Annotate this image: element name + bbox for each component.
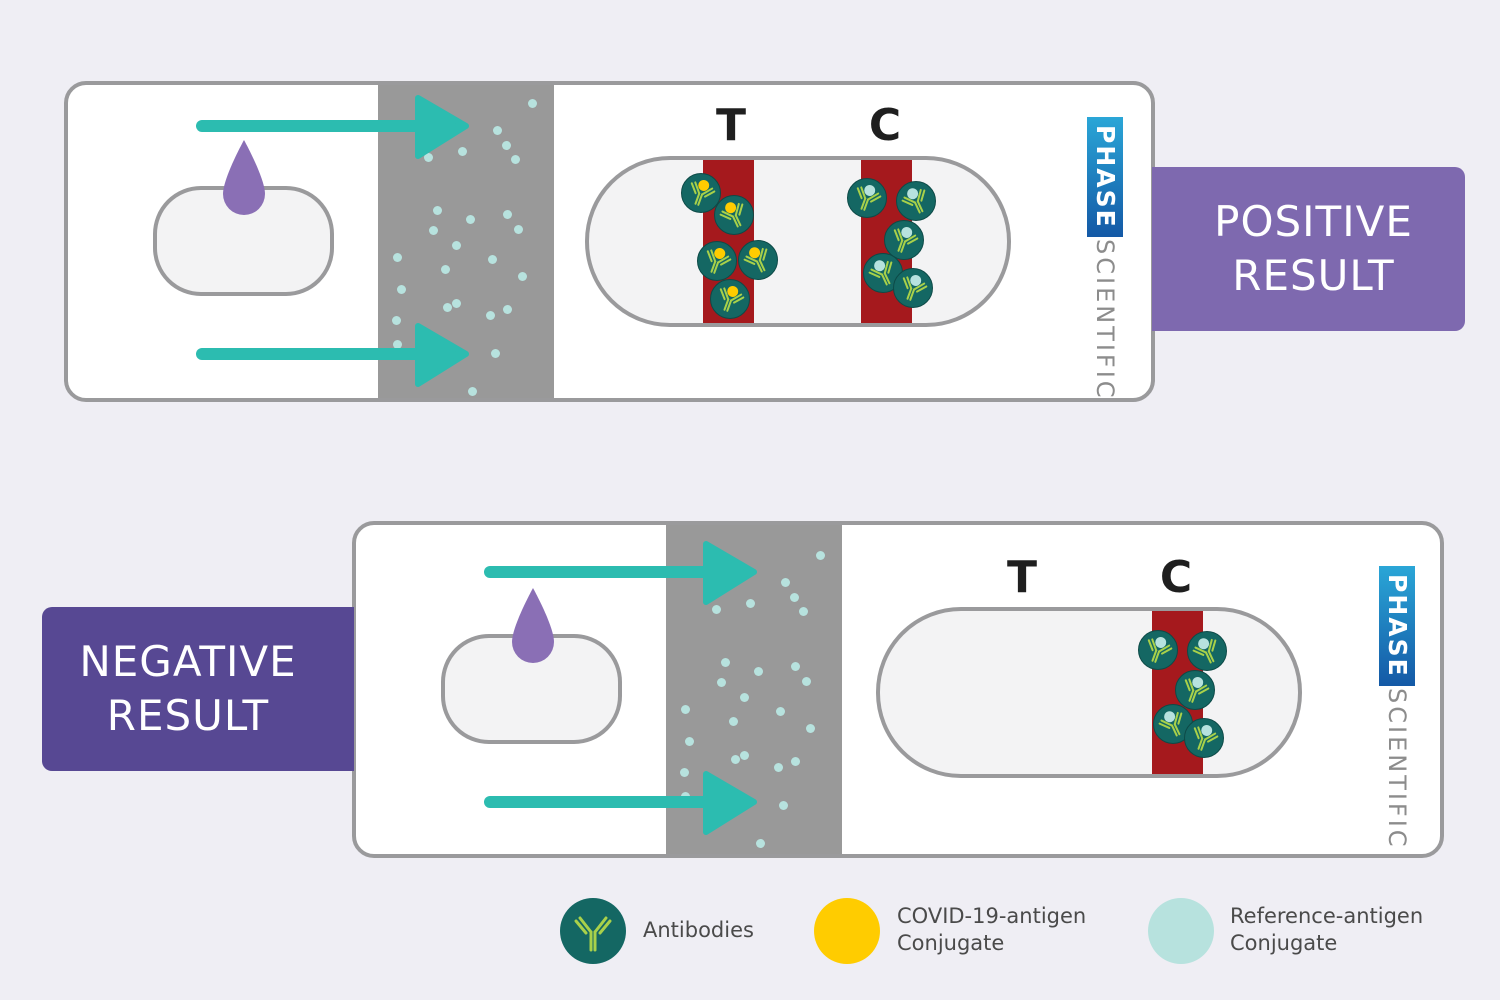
reference-antigen-legend-label: Reference-antigen Conjugate <box>1230 903 1423 957</box>
result-window <box>876 607 1302 778</box>
reference-legend-line2: Conjugate <box>1230 931 1338 955</box>
antibody-legend-label: Antibodies <box>643 918 754 942</box>
reference-antigen-particle <box>511 155 520 164</box>
reference-antigen-particle <box>493 126 502 135</box>
reference-antigen-particle <box>731 755 740 764</box>
flow-arrow-icon <box>484 771 757 835</box>
flow-arrow-icon <box>484 541 757 605</box>
control-line-label: C <box>868 100 902 151</box>
reference-antigen-particle <box>393 340 402 349</box>
reference-antigen-particle <box>779 801 788 810</box>
reference-antigen-particle <box>393 253 402 262</box>
antibody-icon <box>884 220 924 260</box>
reference-antigen-particle <box>502 141 511 150</box>
antibody-icon <box>1138 630 1178 670</box>
reference-antigen-particle <box>433 206 442 215</box>
reference-antigen-particle <box>756 839 765 848</box>
positive-label-line2: RESULT <box>1232 251 1395 300</box>
antibody-icon <box>1187 631 1227 671</box>
reference-antigen-legend-icon <box>1148 898 1214 964</box>
antibody-icon <box>1184 718 1224 758</box>
reference-antigen-particle <box>503 305 512 314</box>
sample-drop-icon <box>512 588 554 663</box>
reference-antigen-particle <box>791 662 800 671</box>
sample-drop-icon <box>223 140 265 215</box>
reference-antigen-particle <box>441 265 450 274</box>
control-line-label: C <box>1159 552 1193 603</box>
positive-result-label: POSITIVE RESULT <box>1152 167 1465 331</box>
negative-result-label: NEGATIVE RESULT <box>42 607 354 771</box>
covid-legend-line2: Conjugate <box>897 931 1005 955</box>
reference-antigen-particle <box>729 717 738 726</box>
antibody-icon <box>710 279 750 319</box>
conjugate-pad <box>378 85 554 398</box>
reference-antigen-particle <box>776 707 785 716</box>
reference-antigen-particle <box>685 737 694 746</box>
antibody-icon <box>896 181 936 221</box>
reference-antigen-particle <box>503 210 512 219</box>
brand-phase: PHASE <box>1087 117 1123 237</box>
reference-antigen-particle <box>392 316 401 325</box>
reference-antigen-particle <box>468 387 477 396</box>
negative-label-line2: RESULT <box>106 691 270 740</box>
reference-antigen-particle <box>816 551 825 560</box>
antibody-icon <box>847 178 887 218</box>
reference-antigen-particle <box>746 599 755 608</box>
negative-label-line1: NEGATIVE <box>79 637 297 686</box>
reference-antigen-particle <box>452 299 461 308</box>
reference-antigen-particle <box>452 241 461 250</box>
reference-antigen-particle <box>397 285 406 294</box>
reference-antigen-particle <box>740 751 749 760</box>
result-window <box>585 156 1011 327</box>
reference-antigen-particle <box>518 272 527 281</box>
antibody-icon <box>893 268 933 308</box>
reference-antigen-particle <box>488 255 497 264</box>
reference-antigen-particle <box>740 693 749 702</box>
reference-antigen-particle <box>466 215 475 224</box>
antibody-icon <box>1175 670 1215 710</box>
reference-antigen-particle <box>717 678 726 687</box>
antibody-icon <box>697 241 737 281</box>
reference-antigen-particle <box>791 757 800 766</box>
antibody-icon <box>714 195 754 235</box>
antibody-icon <box>738 240 778 280</box>
antibody-legend-icon <box>560 898 626 964</box>
reference-antigen-particle <box>443 303 452 312</box>
flow-arrow-icon <box>196 95 469 159</box>
reference-antigen-particle <box>799 607 808 616</box>
reference-antigen-particle <box>458 147 467 156</box>
reference-antigen-particle <box>781 578 790 587</box>
brand-phase: PHASE <box>1379 566 1415 686</box>
positive-label-line1: POSITIVE <box>1214 197 1413 246</box>
brand-logo: PHASE SCIENTIFIC <box>1379 566 1415 849</box>
flow-arrow-icon <box>196 323 469 387</box>
reference-antigen-particle <box>680 768 689 777</box>
test-line-label: T <box>1006 552 1037 603</box>
test-line-label: T <box>715 100 746 151</box>
brand-scientific: SCIENTIFIC <box>1091 238 1119 401</box>
antibody-icon <box>681 173 721 213</box>
reference-antigen-particle <box>806 724 815 733</box>
reference-antigen-particle <box>424 153 433 162</box>
brand-scientific: SCIENTIFIC <box>1383 687 1411 850</box>
brand-logo: PHASE SCIENTIFIC <box>1087 117 1123 400</box>
covid-antigen-legend-label: COVID-19-antigen Conjugate <box>897 903 1086 957</box>
reference-antigen-particle <box>712 605 721 614</box>
reference-antigen-particle <box>754 667 763 676</box>
reference-antigen-particle <box>514 225 523 234</box>
reference-antigen-particle <box>721 658 730 667</box>
covid-antigen-legend-icon <box>814 898 880 964</box>
reference-legend-line1: Reference-antigen <box>1230 904 1424 928</box>
reference-antigen-particle <box>491 349 500 358</box>
covid-legend-line1: COVID-19-antigen <box>897 904 1087 928</box>
reference-antigen-particle <box>681 705 690 714</box>
reference-antigen-particle <box>429 226 438 235</box>
antibody-icon <box>863 253 903 293</box>
reference-antigen-particle <box>528 99 537 108</box>
reference-antigen-particle <box>790 593 799 602</box>
reference-antigen-particle <box>774 763 783 772</box>
reference-antigen-particle <box>802 677 811 686</box>
reference-antigen-particle <box>486 311 495 320</box>
